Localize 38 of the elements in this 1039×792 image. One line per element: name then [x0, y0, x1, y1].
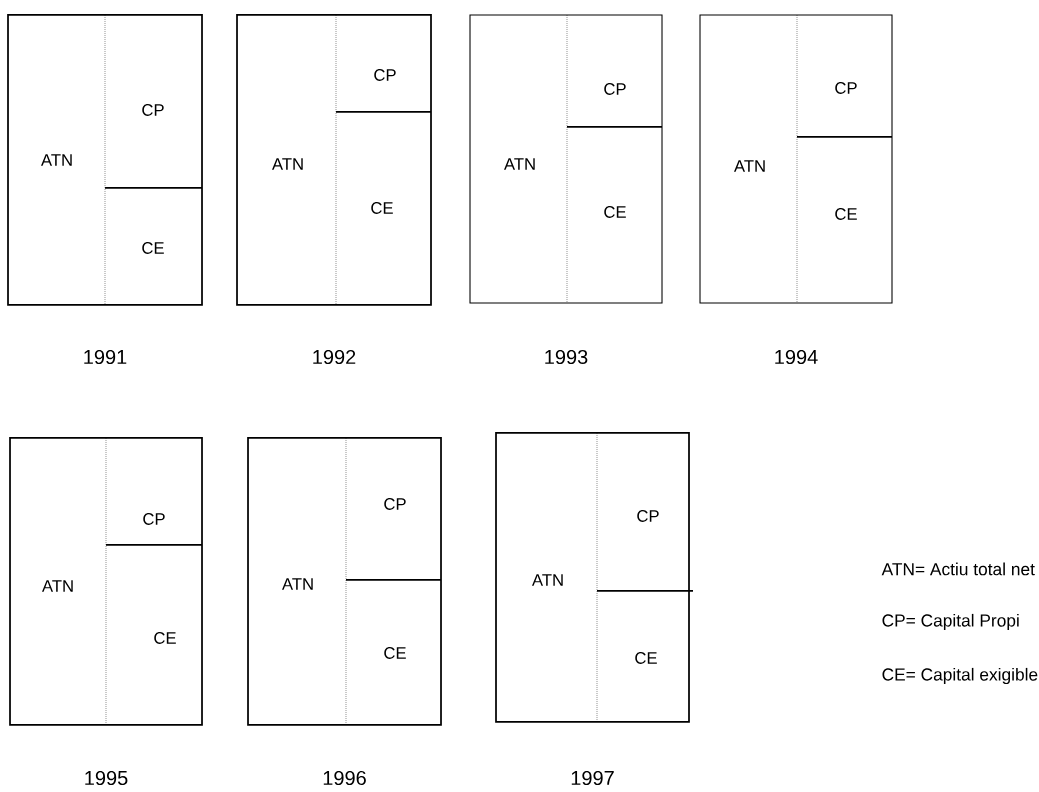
year-label: 1994: [775, 349, 818, 365]
region-label: CE: [371, 202, 393, 214]
region-label: CE: [835, 208, 857, 220]
region-label: CP: [143, 513, 165, 525]
year-label: 1993: [545, 349, 588, 365]
region-label: CP: [637, 510, 659, 522]
region-label: ATN: [272, 158, 303, 170]
balance-box: [7, 14, 203, 306]
region-label: ATN: [41, 154, 72, 166]
region-label: ATN: [504, 158, 535, 170]
balance-box: [699, 14, 893, 304]
legend-entry: CE= Capital exigible: [882, 667, 1038, 685]
region-label: CP: [374, 69, 396, 81]
region-label: CE: [384, 647, 406, 659]
region-label: CP: [835, 82, 857, 94]
region-label: CP: [604, 83, 626, 95]
region-label: CP: [142, 104, 164, 116]
region-label: ATN: [532, 574, 563, 586]
year-label: 1997: [571, 770, 614, 786]
year-label: 1992: [313, 349, 356, 365]
region-label: CE: [142, 242, 164, 254]
year-label: 1991: [84, 349, 127, 365]
region-label: CE: [604, 206, 626, 218]
region-label: ATN: [734, 160, 765, 172]
region-label: CE: [154, 632, 176, 644]
balance-box: [236, 14, 432, 306]
region-label: ATN: [42, 580, 73, 592]
balance-box: [469, 14, 663, 304]
balance-box: [495, 432, 690, 723]
region-label: ATN: [282, 578, 313, 590]
balance-box: [247, 437, 442, 726]
balance-box: [9, 437, 203, 726]
legend-entry: ATN= Actiu total net: [881, 562, 1035, 576]
year-label: 1996: [323, 770, 366, 786]
region-label: CP: [384, 498, 406, 510]
region-label: CE: [635, 652, 657, 664]
year-label: 1995: [85, 770, 128, 786]
legend-entry: CP= Capital Propi: [882, 613, 1019, 631]
